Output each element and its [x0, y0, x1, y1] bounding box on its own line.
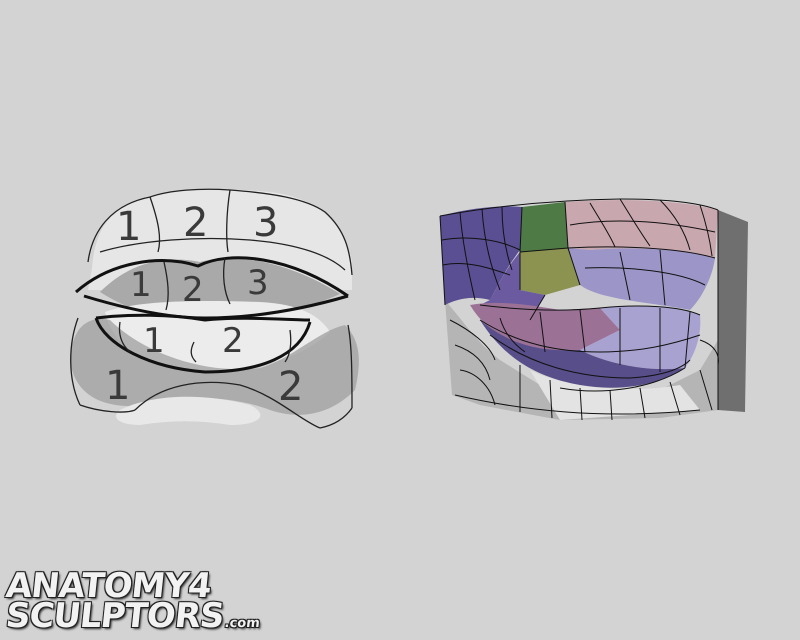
chin-shading [70, 319, 359, 415]
chin-number-2: 2 [278, 364, 303, 410]
chin-highlight [530, 370, 700, 420]
chin-zone-lines [70, 317, 353, 429]
lower-lip-number-1: 1 [143, 321, 165, 361]
upper-zone-lines [87, 188, 353, 276]
upper-lip-right [568, 248, 715, 310]
lip-zones-diagram: 1 2 3 1 2 3 1 2 1 2 [70, 188, 359, 429]
upper-zone-number-3: 3 [253, 200, 278, 246]
upper-lip-number-3: 3 [247, 263, 269, 303]
block-side [718, 210, 748, 412]
chin-light [116, 396, 261, 425]
philtrum-bottom [520, 248, 580, 295]
lip-planes-model [439, 198, 748, 421]
upper-left-plane [440, 206, 522, 305]
upper-lip-number-2: 2 [182, 270, 204, 310]
upper-zone-number-2: 2 [183, 200, 208, 246]
logo-suffix: .com [223, 616, 261, 631]
logo-line-2: SCULPTORS.com [4, 596, 263, 636]
lower-lip-right [580, 306, 701, 370]
philtrum-top [520, 202, 568, 252]
lower-lip-number-2: 2 [222, 321, 244, 361]
lower-lip-bottom [480, 320, 685, 388]
lip-outline [75, 256, 349, 374]
upper-right-plane [565, 200, 718, 258]
mesh-lines [439, 198, 719, 421]
site-logo: ANATOMY4 SCULPTORS.com [4, 566, 261, 636]
lip-inner-lines [118, 257, 292, 363]
chin-number-1: 1 [105, 363, 130, 409]
chin-base [445, 300, 718, 420]
upper-lip-number-1: 1 [130, 265, 152, 305]
logo-line-2-text: SCULPTORS [3, 596, 226, 636]
upper-zone-number-1: 1 [116, 204, 141, 250]
